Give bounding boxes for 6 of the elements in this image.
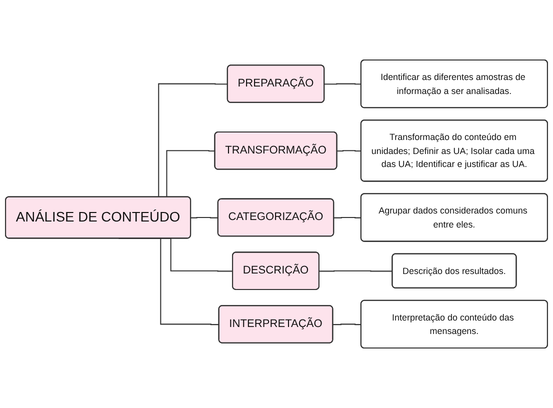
connector bbox=[333, 324, 362, 326]
connector bbox=[319, 270, 393, 272]
connector bbox=[337, 150, 362, 152]
connector bbox=[190, 216, 218, 218]
connector bbox=[334, 216, 362, 218]
connector bbox=[324, 83, 362, 85]
